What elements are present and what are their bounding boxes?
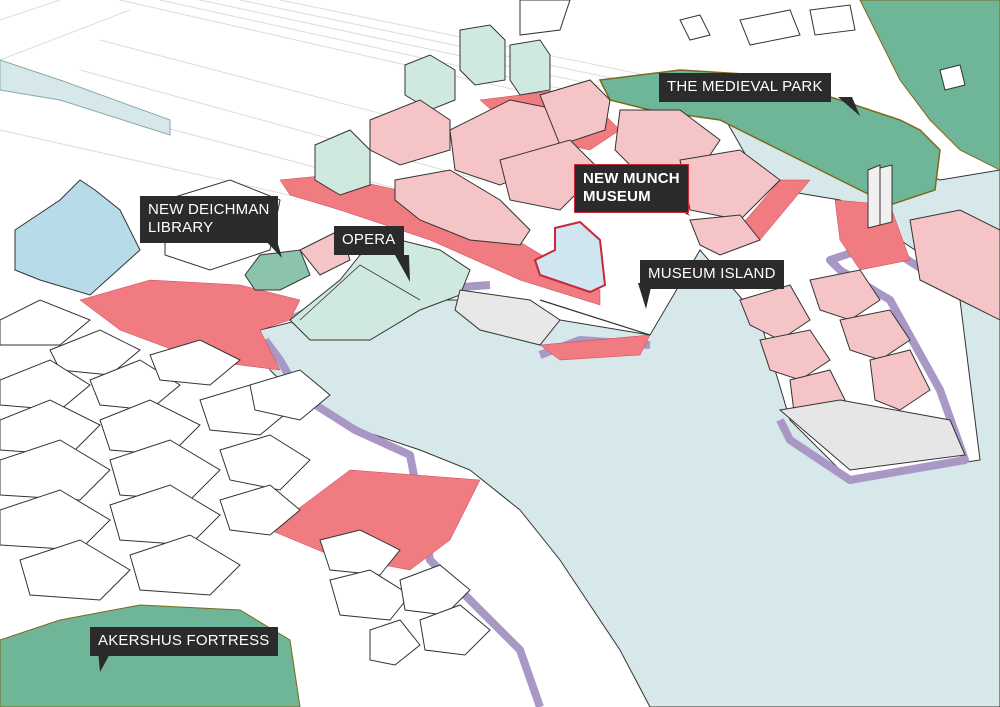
munch-towers <box>867 164 893 229</box>
label-akershus-fortress: AKERSHUS FORTRESS <box>90 627 278 656</box>
library-building <box>14 179 141 296</box>
river <box>0 59 171 136</box>
peninsula <box>778 399 966 471</box>
deichman-green <box>244 249 311 291</box>
munch-museum-building <box>533 220 607 294</box>
museum-pier <box>539 299 651 336</box>
opera-building <box>289 239 471 341</box>
green-blocks <box>314 24 551 196</box>
label-new-munch-museum: NEW MUNCH MUSEUM <box>574 164 689 213</box>
label-museum-island: MUSEUM ISLAND <box>640 260 784 289</box>
label-munch-line1: NEW MUNCH <box>583 170 680 187</box>
label-munch-line2: MUSEUM <box>583 188 651 205</box>
park-east <box>859 0 1000 171</box>
opera-roof <box>299 264 421 321</box>
label-new-deichman-library: NEW DEICHMAN LIBRARY <box>140 196 278 243</box>
label-medieval-park: THE MEDIEVAL PARK <box>659 73 831 102</box>
label-opera: OPERA <box>334 226 404 255</box>
museum-island <box>454 289 561 346</box>
city-blocks <box>0 0 966 666</box>
label-deichman-line1: NEW DEICHMAN <box>148 201 270 218</box>
label-deichman-line2: LIBRARY <box>148 219 214 236</box>
